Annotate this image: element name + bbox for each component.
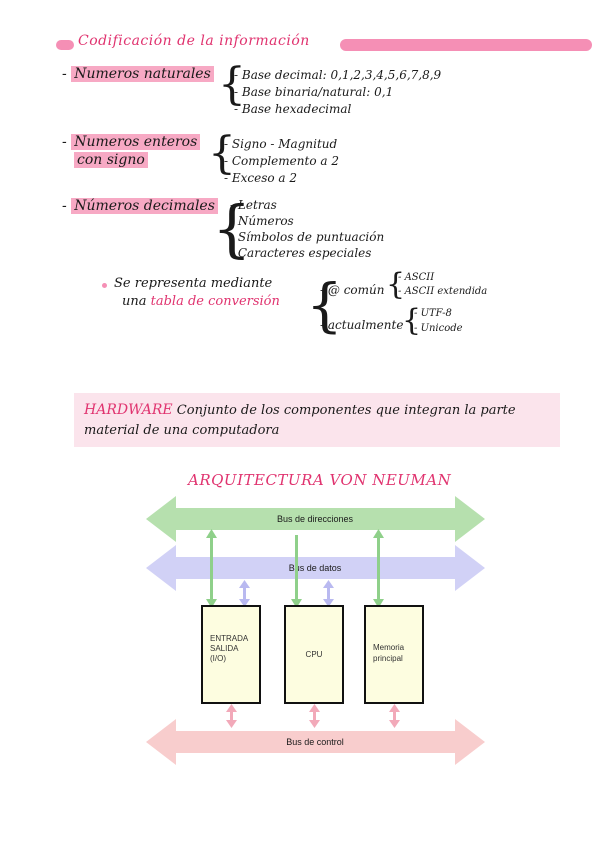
tabla-comun: - @ común bbox=[320, 283, 385, 297]
tabla-highlight: tabla de conversión bbox=[150, 294, 280, 309]
hardware-definition-box bbox=[74, 393, 560, 447]
section-enteros-line2: con signo bbox=[74, 152, 148, 168]
bus-control-arrow bbox=[146, 719, 485, 765]
hardware-line2: material de una computadora bbox=[84, 423, 280, 438]
enteros-brace: { bbox=[208, 128, 236, 179]
tabla-line1: Se representa mediante bbox=[114, 276, 273, 291]
page-title: Codificación de la información bbox=[78, 33, 310, 49]
tabla-bullet bbox=[102, 283, 107, 288]
memoria-label-2: principal bbox=[373, 654, 403, 663]
bus-datos-label: Bus de datos bbox=[289, 563, 342, 573]
section-enteros: - Numeros enteros bbox=[62, 134, 201, 150]
comun-item-2: - ASCII extendida bbox=[398, 286, 488, 297]
enteros-item-3: - Exceso a 2 bbox=[224, 171, 298, 185]
io-label-2: SALIDA bbox=[210, 644, 239, 653]
decimales-item-1: - Letras bbox=[230, 198, 277, 212]
title-bullet bbox=[56, 40, 74, 50]
io-label-1: ENTRADA bbox=[210, 634, 249, 643]
decimales-label: Números decimales bbox=[71, 198, 218, 214]
bus-control-label: Bus de control bbox=[286, 737, 344, 747]
memoria-box bbox=[364, 605, 424, 704]
comun-brace: { bbox=[386, 267, 406, 302]
bus-direcciones-arrow bbox=[146, 496, 485, 542]
naturales-item-3: - Base hexadecimal bbox=[234, 102, 352, 116]
tabla-line2: una tabla de conversión bbox=[122, 294, 280, 309]
decimales-brace: { bbox=[212, 192, 252, 265]
enteros-item-2: - Complemento a 2 bbox=[224, 154, 339, 168]
comun-item-1: - ASCII bbox=[398, 272, 435, 283]
section-decimales: - Números decimales bbox=[62, 198, 218, 214]
decimales-item-4: - Caracteres especiales bbox=[230, 246, 372, 260]
memoria-label-1: Memoria bbox=[373, 643, 405, 652]
actual-brace: { bbox=[402, 303, 422, 338]
section-naturales: - Numeros naturales bbox=[62, 66, 214, 82]
hardware-line1: HARDWARE Conjunto de los componentes que… bbox=[84, 402, 516, 418]
tabla-actual: - actualmente bbox=[320, 318, 404, 332]
data-connectors bbox=[239, 580, 334, 607]
naturales-brace: { bbox=[218, 59, 246, 110]
actual-item-1: - UTF-8 bbox=[414, 308, 452, 319]
enteros-label-1: Numeros enteros bbox=[71, 134, 201, 150]
bus-datos-arrow bbox=[146, 545, 485, 591]
hardware-term: HARDWARE bbox=[84, 402, 173, 418]
decimales-item-3: - Símbolos de puntuación bbox=[230, 230, 385, 244]
enteros-item-1: - Signo - Magnitud bbox=[224, 137, 338, 151]
io-box bbox=[201, 605, 261, 704]
address-connectors bbox=[206, 529, 384, 608]
cpu-box bbox=[284, 605, 344, 704]
bus-direcciones-label: Bus de direcciones bbox=[277, 514, 354, 524]
architecture-title: ARQUITECTURA VON NEUMAN bbox=[188, 471, 452, 489]
actual-item-2: - Unicode bbox=[414, 323, 463, 334]
naturales-item-2: - Base binaria/natural: 0,1 bbox=[234, 85, 394, 99]
cpu-label: CPU bbox=[306, 650, 323, 659]
title-underline-bar bbox=[340, 39, 592, 51]
naturales-item-1: - Base decimal: 0,1,2,3,4,5,6,7,8,9 bbox=[234, 68, 442, 82]
tabla-brace: { bbox=[306, 271, 343, 339]
control-connectors bbox=[226, 704, 400, 728]
enteros-label-2: con signo bbox=[74, 152, 148, 168]
io-label-3: (I/O) bbox=[210, 654, 226, 663]
naturales-label: Numeros naturales bbox=[71, 66, 214, 82]
decimales-item-2: - Números bbox=[230, 214, 294, 228]
